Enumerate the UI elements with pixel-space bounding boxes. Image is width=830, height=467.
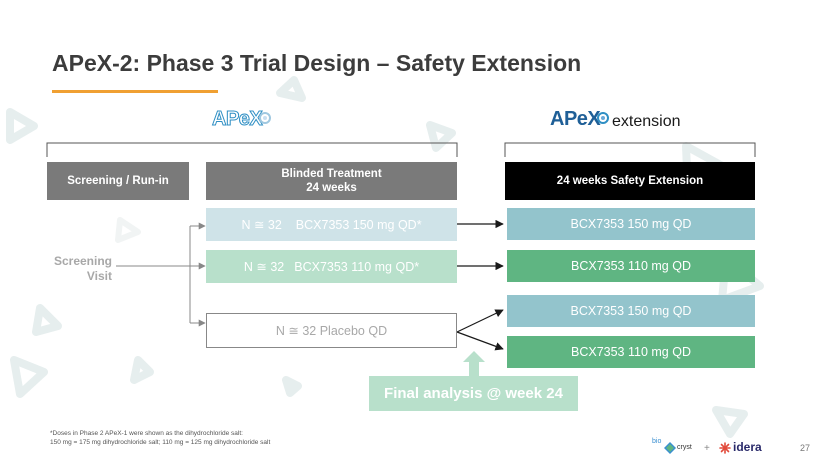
idera-star-icon: [719, 442, 731, 454]
arm-110mg-n: N ≅ 32: [243, 260, 285, 274]
final-analysis-box: Final analysis @ week 24: [369, 376, 578, 411]
idera-text: idera: [733, 440, 762, 454]
footnote: *Doses in Phase 2 APeX-1 were shown as t…: [50, 429, 270, 447]
blinded-line1: Blinded Treatment: [281, 168, 382, 180]
arm-150mg-label: BCX7353 150 mg QD*: [295, 217, 422, 232]
apex-logo-right: APeX extension: [550, 108, 690, 134]
arm-150mg: N ≅ 32 BCX7353 150 mg QD*: [206, 208, 457, 241]
apex-swirl-icon: [597, 112, 609, 124]
biocryst-logo: bio cryst: [652, 438, 702, 459]
blinded-treatment-header: Blinded Treatment 24 weeks: [206, 162, 457, 200]
page-title: APeX-2: Phase 3 Trial Design – Safety Ex…: [52, 50, 582, 76]
placebo-to-110-arrow: [456, 331, 504, 351]
ext-arm-150mg-b: BCX7353 150 mg QD: [507, 295, 755, 327]
footnote-line2: 150 mg = 175 mg dihydrochloride salt; 11…: [50, 439, 271, 446]
screening-visit-line1: Screening: [53, 254, 112, 268]
plus-sign: +: [704, 443, 710, 454]
placebo-to-150-arrow: [456, 309, 504, 333]
blinded-line2: 24 weeks: [306, 182, 357, 194]
ext-arm-110mg-a: BCX7353 110 mg QD: [507, 250, 755, 282]
screening-visit-line2: Visit: [86, 269, 112, 283]
footnote-line1: *Doses in Phase 2 APeX-1 were shown as t…: [50, 430, 243, 437]
ext-arm-110mg-b: BCX7353 110 mg QD: [507, 336, 755, 368]
biocryst-cryst-text: cryst: [677, 444, 692, 451]
title-underline: [52, 90, 218, 93]
arm-110mg-label: BCX7353 110 mg QD*: [294, 259, 420, 274]
arm-placebo-label: N ≅ 32 Placebo QD: [275, 324, 388, 338]
screening-header: Screening / Run-in: [47, 162, 189, 200]
idera-logo: idera: [719, 440, 765, 458]
ext-arm-150mg-a: BCX7353 150 mg QD: [507, 208, 755, 240]
biocryst-crystal-icon: [664, 442, 676, 454]
apex-swirl-icon: [259, 112, 271, 124]
apex-logo-text: APeX: [550, 108, 601, 130]
final-analysis-up-arrow: [463, 351, 485, 376]
page-number: 27: [800, 443, 811, 453]
screening-visit-label: Screening Visit: [50, 254, 112, 284]
blinded-bracket: [46, 142, 458, 157]
apex-logo-text: APeX: [211, 108, 263, 131]
extension-label: extension: [612, 113, 681, 130]
extension-bracket: [504, 142, 756, 157]
biocryst-bio-text: bio: [652, 438, 662, 445]
apex-logo-left: APeX: [211, 108, 272, 132]
arm-110mg: N ≅ 32 BCX7353 110 mg QD*: [206, 250, 457, 283]
safety-extension-header: 24 weeks Safety Extension: [505, 162, 755, 200]
arm-placebo: N ≅ 32 Placebo QD: [206, 313, 457, 348]
arm-150mg-n: N ≅ 32: [241, 218, 282, 232]
